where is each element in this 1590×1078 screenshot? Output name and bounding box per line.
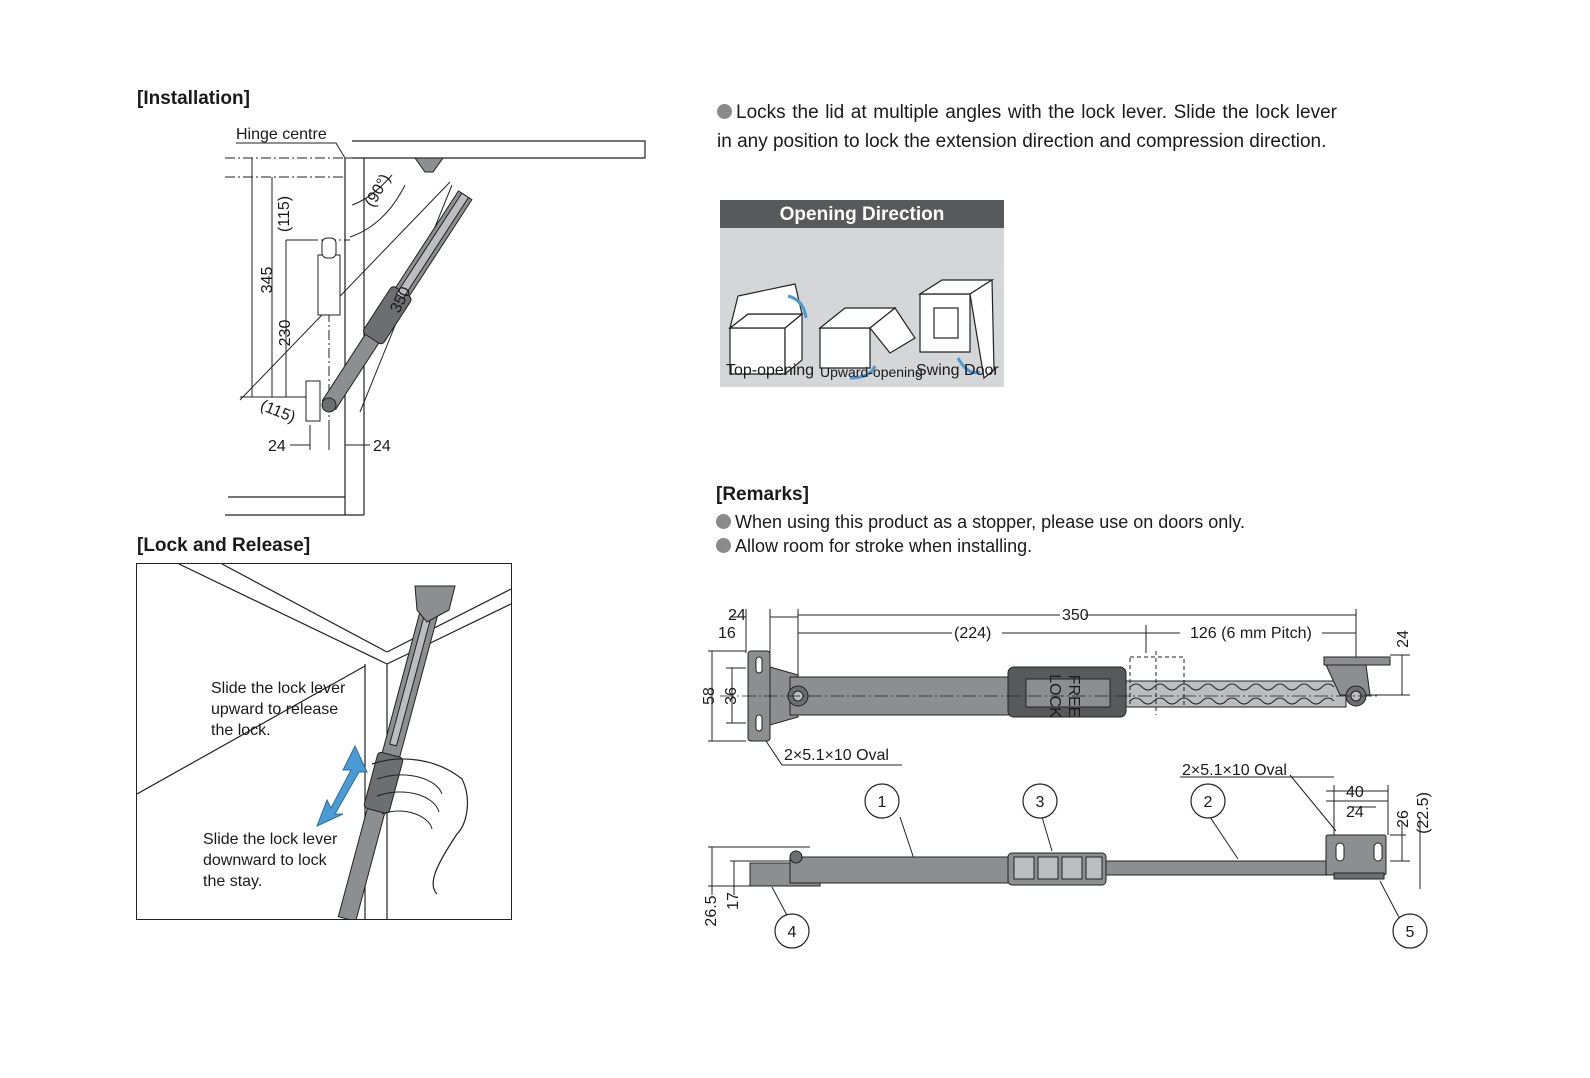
installation-heading: [Installation] (137, 88, 250, 109)
dim-230: 230 (277, 320, 294, 347)
oval-label-top: 2×5.1×10 Oval (784, 747, 889, 764)
dim-224: (224) (954, 625, 991, 642)
lock-release-figure: Slide the lock lever upward to release t… (136, 563, 512, 920)
dim-24-right: 24 (373, 438, 391, 455)
dim-115-bottom: (115) (258, 397, 298, 426)
side-view: 1 3 2 4 5 2×5.1×10 Oval 40 24 26 (22.5) … (703, 762, 1432, 949)
dim-24: 24 (728, 607, 746, 624)
dim-17: 17 (725, 892, 742, 910)
bottom-bracket (305, 380, 321, 422)
dim-22-5: (22.5) (1415, 792, 1432, 834)
label-upward-opening: Upward-opening (820, 364, 923, 380)
oval-label-side: 2×5.1×10 Oval (1182, 762, 1287, 779)
label-top-opening: Top-opening (726, 362, 815, 379)
callout-1-label: 1 (878, 794, 887, 811)
top-view: FREE LOCK 24 16 350 (224) 126 (6 mm Pitc… (701, 607, 1412, 766)
dim-16: 16 (718, 625, 736, 642)
dim-24-left: 24 (268, 438, 286, 455)
dim-24-right: 24 (1395, 630, 1412, 648)
dim-90-angle: (90°) (362, 171, 394, 210)
opening-direction-title: Opening Direction (720, 200, 1004, 228)
lock-label: LOCK (1046, 674, 1063, 718)
dim-26: 26 (1395, 810, 1412, 828)
dim-pitch: 126 (6 mm Pitch) (1190, 625, 1312, 642)
slide-arrow (316, 744, 368, 827)
dim-350: 350 (1062, 607, 1089, 624)
dim-345: 345 (259, 267, 276, 294)
callout-1 (864, 783, 900, 819)
lock-release-heading: [Lock and Release] (137, 535, 311, 556)
callout-5-label: 5 (1406, 924, 1415, 941)
stay-closed-body (317, 254, 341, 316)
hinge-centre-label: Hinge centre (236, 126, 327, 143)
callout-3 (1022, 783, 1058, 819)
top-opening-icon (728, 283, 804, 376)
upward-opening-icon (818, 307, 916, 369)
stay-open (321, 190, 473, 413)
callout-4-label: 4 (788, 924, 797, 941)
dim-36: 36 (723, 687, 740, 705)
lid-outline (352, 140, 646, 159)
callout-2-label: 2 (1204, 794, 1213, 811)
callout-4 (774, 913, 810, 949)
note-downward: Slide the lock lever downward to lock th… (203, 831, 338, 890)
dim-40: 40 (1346, 784, 1364, 801)
installation-diagram: (115) 345 230 350 (90°) (115) 24 24 Hing… (225, 126, 646, 516)
dim-58: 58 (701, 687, 718, 705)
label-swing-door: Swing Door (916, 362, 999, 379)
swing-door-icon (917, 278, 995, 380)
note-upward: Slide the lock lever upward to release t… (211, 680, 346, 739)
remarks-heading: [Remarks] (716, 484, 809, 505)
bullet-icon (716, 538, 731, 553)
callout-3-label: 3 (1036, 794, 1045, 811)
dim-24-side: 24 (1346, 804, 1364, 821)
bullet-icon (716, 514, 731, 529)
bullet-icon (717, 104, 732, 119)
free-label: FREE (1065, 675, 1082, 718)
callout-2 (1190, 783, 1226, 819)
remark-item: Allow room for stroke when installing. (716, 534, 1032, 558)
dimension-drawing: FREE LOCK 24 16 350 (224) 126 (6 mm Pitc… (701, 607, 1432, 949)
callout-5 (1392, 913, 1428, 949)
intro-text: Locks the lid at multiple angles with th… (717, 102, 1337, 152)
opening-direction-panel: Opening Direction (720, 200, 1004, 387)
dim-115-top: (115) (276, 196, 293, 232)
remark-item: When using this product as a stopper, pl… (716, 510, 1245, 534)
dim-26-5: 26.5 (703, 895, 720, 926)
